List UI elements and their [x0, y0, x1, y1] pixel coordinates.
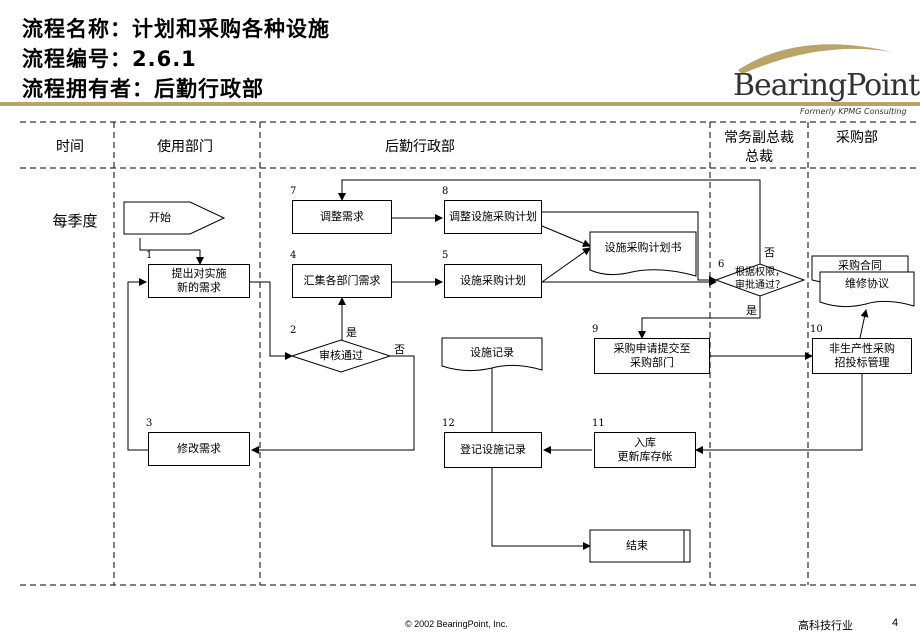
doc-record-label: 设施记录	[470, 346, 514, 359]
node-10-box: 非生产性采购 招投标管理	[812, 338, 912, 374]
doc-record-shape	[441, 337, 543, 372]
start-shape	[123, 201, 226, 235]
node-6-line2: 审批通过？	[735, 280, 785, 291]
node-6-number: 6	[718, 259, 725, 270]
lane-time: 时间	[56, 139, 84, 155]
node-10-line1: 非生产性采购	[829, 342, 895, 355]
header-divider	[0, 102, 920, 106]
time-label: 每季度	[52, 212, 98, 230]
process-name: 流程名称：计划和采购各种设施	[22, 17, 330, 41]
footer-industry: 高科技行业	[798, 619, 853, 632]
node-10-number: 10	[810, 324, 823, 335]
lane-vp-line2: 总裁	[745, 149, 773, 165]
node-8-box: 调整设施采购计划	[444, 200, 542, 234]
node-3-number: 3	[146, 418, 153, 429]
node-9-line1: 采购申请提交至	[613, 342, 691, 355]
node-6-line1: 根据权限，	[735, 267, 785, 278]
lane-logistics: 后勤行政部	[385, 139, 455, 155]
node-4-number: 4	[290, 250, 297, 261]
edge-yes-2: 是	[346, 326, 357, 339]
footer-copyright: © 2002 BearingPoint, Inc.	[405, 619, 508, 629]
node-2-number: 2	[290, 325, 297, 336]
node-12-box: 登记设施记录	[444, 432, 542, 468]
edge-no-6: 否	[764, 246, 775, 259]
logo-wordmark: BearingPoint.	[733, 68, 920, 103]
node-1-number: 1	[146, 250, 153, 261]
doc-plan-label: 设施采购计划书	[604, 241, 682, 254]
footer-page-number: 4	[892, 617, 899, 629]
node-9-box: 采购申请提交至 采购部门	[594, 338, 710, 374]
node-7-number: 7	[290, 186, 297, 197]
end-shape	[589, 529, 691, 563]
process-owner: 流程拥有者：后勤行政部	[22, 77, 264, 101]
node-12-number: 12	[442, 418, 455, 429]
node-2-label: 审核通过	[319, 349, 363, 362]
end-label: 结束	[626, 539, 648, 552]
node-7-box: 调整需求	[292, 200, 392, 234]
node-1-line2: 新的需求	[177, 281, 221, 294]
node-11-line2: 更新库存帐	[617, 450, 673, 463]
doc-plan-shape	[589, 231, 697, 277]
decision-6-shape	[714, 263, 806, 297]
decision-2-shape	[290, 339, 392, 373]
node-1-box: 提出对实施 新的需求	[148, 264, 250, 298]
node-8-number: 8	[442, 186, 449, 197]
node-3-box: 修改需求	[148, 432, 250, 466]
node-11-box: 入库 更新库存帐	[594, 432, 696, 468]
node-6-label: 根据权限， 审批通过？	[722, 266, 798, 292]
node-11-line1: 入库	[634, 436, 656, 449]
node-11-number: 11	[592, 418, 605, 429]
node-10-line2: 招投标管理	[834, 356, 890, 369]
node-4-box: 汇集各部门需求	[292, 264, 392, 298]
node-9-number: 9	[592, 324, 599, 335]
doc-repair-shape	[819, 271, 915, 308]
lane-user-dept: 使用部门	[157, 139, 213, 155]
process-number: 流程编号：2.6.1	[22, 47, 197, 71]
node-5-box: 设施采购计划	[444, 264, 542, 298]
edge-yes-6: 是	[746, 304, 757, 317]
lane-purchasing: 采购部	[836, 130, 878, 146]
doc-contract-label: 采购合同	[838, 259, 882, 272]
logo-tagline: Formerly KPMG Consulting	[800, 107, 907, 116]
doc-repair-label: 维修协议	[845, 277, 889, 290]
node-9-line2: 采购部门	[630, 356, 674, 369]
node-1-line1: 提出对实施	[171, 267, 227, 280]
start-label: 开始	[149, 211, 171, 224]
edge-no-2: 否	[394, 343, 405, 356]
lane-vp-line1: 常务副总裁	[724, 130, 794, 146]
node-5-number: 5	[442, 250, 449, 261]
